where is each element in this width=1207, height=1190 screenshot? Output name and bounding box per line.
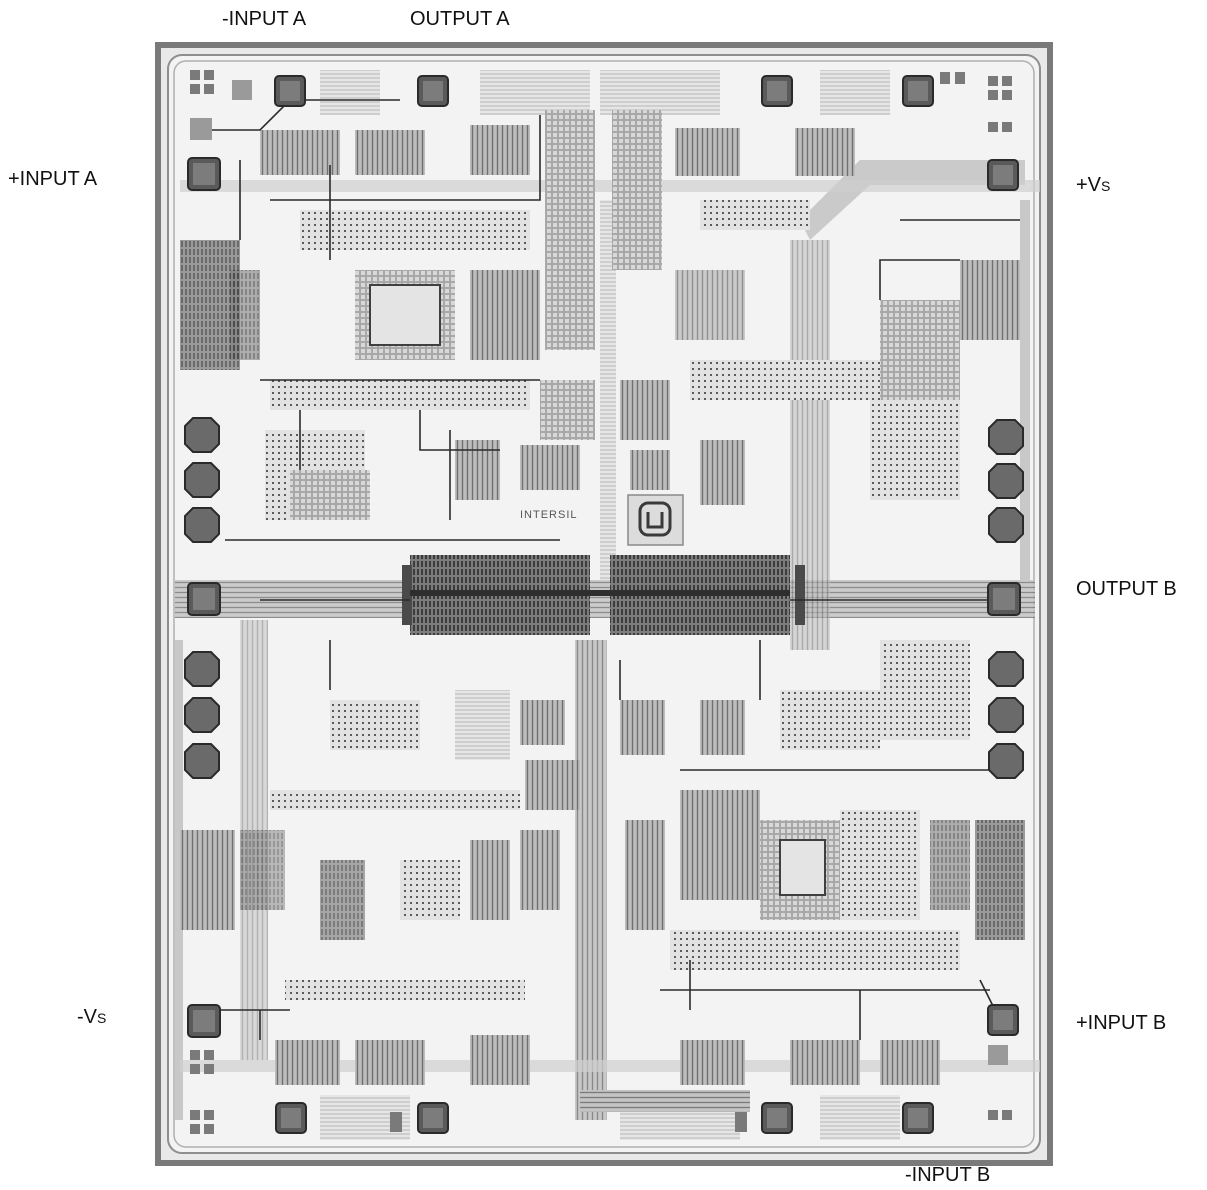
lower-left-block (180, 690, 580, 1000)
pad-top-1 (274, 75, 306, 107)
pad-top-4 (902, 75, 934, 107)
pad-bottom-1 (275, 1102, 307, 1134)
label-minus-vs: -VS (77, 1006, 106, 1029)
die-logo-text: INTERSIL (520, 509, 578, 521)
pad-minus-vs (187, 1004, 221, 1038)
pad-minus-input-b (902, 1102, 934, 1134)
label-plus-input-a: +INPUT A (8, 168, 97, 191)
label-minus-input-a: -INPUT A (222, 8, 306, 31)
pad-left-octagon-3 (184, 507, 220, 543)
output-driver-array (402, 555, 805, 635)
pad-output-a (417, 75, 449, 107)
label-minus-input-b-text: -INPUT B (905, 1164, 991, 1186)
interconnect-traces (210, 99, 1020, 1040)
amplifier-b-core (620, 200, 1025, 970)
label-plus-input-a-text: +INPUT A (8, 168, 98, 190)
label-output-b-text: OUTPUT B (1076, 578, 1177, 600)
label-plus-vs-sub: S (1101, 178, 1111, 194)
corner-test-structures (190, 70, 1012, 1134)
pad-plus-input-b (987, 1004, 1019, 1036)
pad-plus-input-a (187, 157, 221, 191)
pad-right-octagon-2 (988, 463, 1024, 499)
top-resistor-blocks (260, 70, 890, 270)
pad-right-octagon-6 (988, 743, 1024, 779)
pad-bottom-2 (417, 1102, 449, 1134)
pad-right-octagon-5 (988, 697, 1024, 733)
amplifier-a-core (180, 210, 595, 520)
label-minus-vs-sub: S (97, 1010, 107, 1026)
pad-right-octagon-3 (988, 507, 1024, 543)
label-output-b: OUTPUT B (1076, 578, 1177, 601)
pad-left-octagon-1 (184, 417, 220, 453)
bond-pads (184, 75, 1024, 1134)
pad-right-octagon-4 (988, 651, 1024, 687)
label-minus-vs-main: -V (77, 1006, 97, 1028)
pad-left-octagon-2 (184, 462, 220, 498)
pad-left-octagon-5 (184, 697, 220, 733)
center-block (620, 380, 745, 546)
label-output-a: OUTPUT A (410, 8, 510, 31)
label-minus-input-a-text: -INPUT A (222, 8, 307, 30)
pad-right-octagon-1 (988, 419, 1024, 455)
pad-left-mid (187, 582, 221, 616)
pad-left-octagon-4 (184, 651, 220, 687)
label-plus-vs-main: +V (1076, 174, 1102, 196)
label-plus-input-b-text: +INPUT B (1076, 1012, 1167, 1034)
pad-top-3 (761, 75, 793, 107)
pad-output-b (987, 582, 1021, 616)
pad-left-octagon-6 (184, 743, 220, 779)
pad-plus-vs (987, 159, 1019, 191)
label-plus-vs: +VS (1076, 174, 1110, 197)
pad-bottom-3 (761, 1102, 793, 1134)
label-minus-input-b: -INPUT B (905, 1164, 990, 1187)
label-output-a-text: OUTPUT A (410, 8, 510, 30)
label-plus-input-b: +INPUT B (1076, 1012, 1166, 1035)
